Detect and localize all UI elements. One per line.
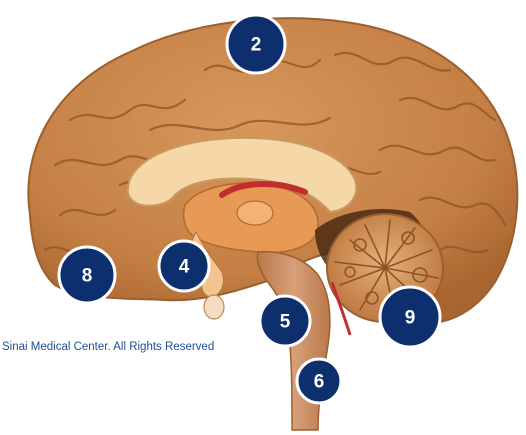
marker-9-label: 9 (405, 308, 416, 329)
marker-9[interactable]: 9 (380, 287, 440, 347)
marker-4-label: 4 (179, 257, 190, 278)
marker-2-label: 2 (251, 35, 262, 56)
marker-2[interactable]: 2 (227, 15, 285, 73)
copyright-text: Sinai Medical Center. All Rights Reserve… (2, 341, 214, 353)
marker-8[interactable]: 8 (59, 247, 115, 303)
pituitary-gland (204, 295, 224, 319)
marker-4[interactable]: 4 (159, 241, 209, 291)
thalamus-nucleus (237, 201, 273, 225)
marker-6-label: 6 (314, 372, 325, 393)
marker-6[interactable]: 6 (297, 359, 341, 403)
marker-5-label: 5 (280, 312, 291, 333)
marker-5[interactable]: 5 (260, 296, 310, 346)
marker-8-label: 8 (82, 266, 93, 287)
